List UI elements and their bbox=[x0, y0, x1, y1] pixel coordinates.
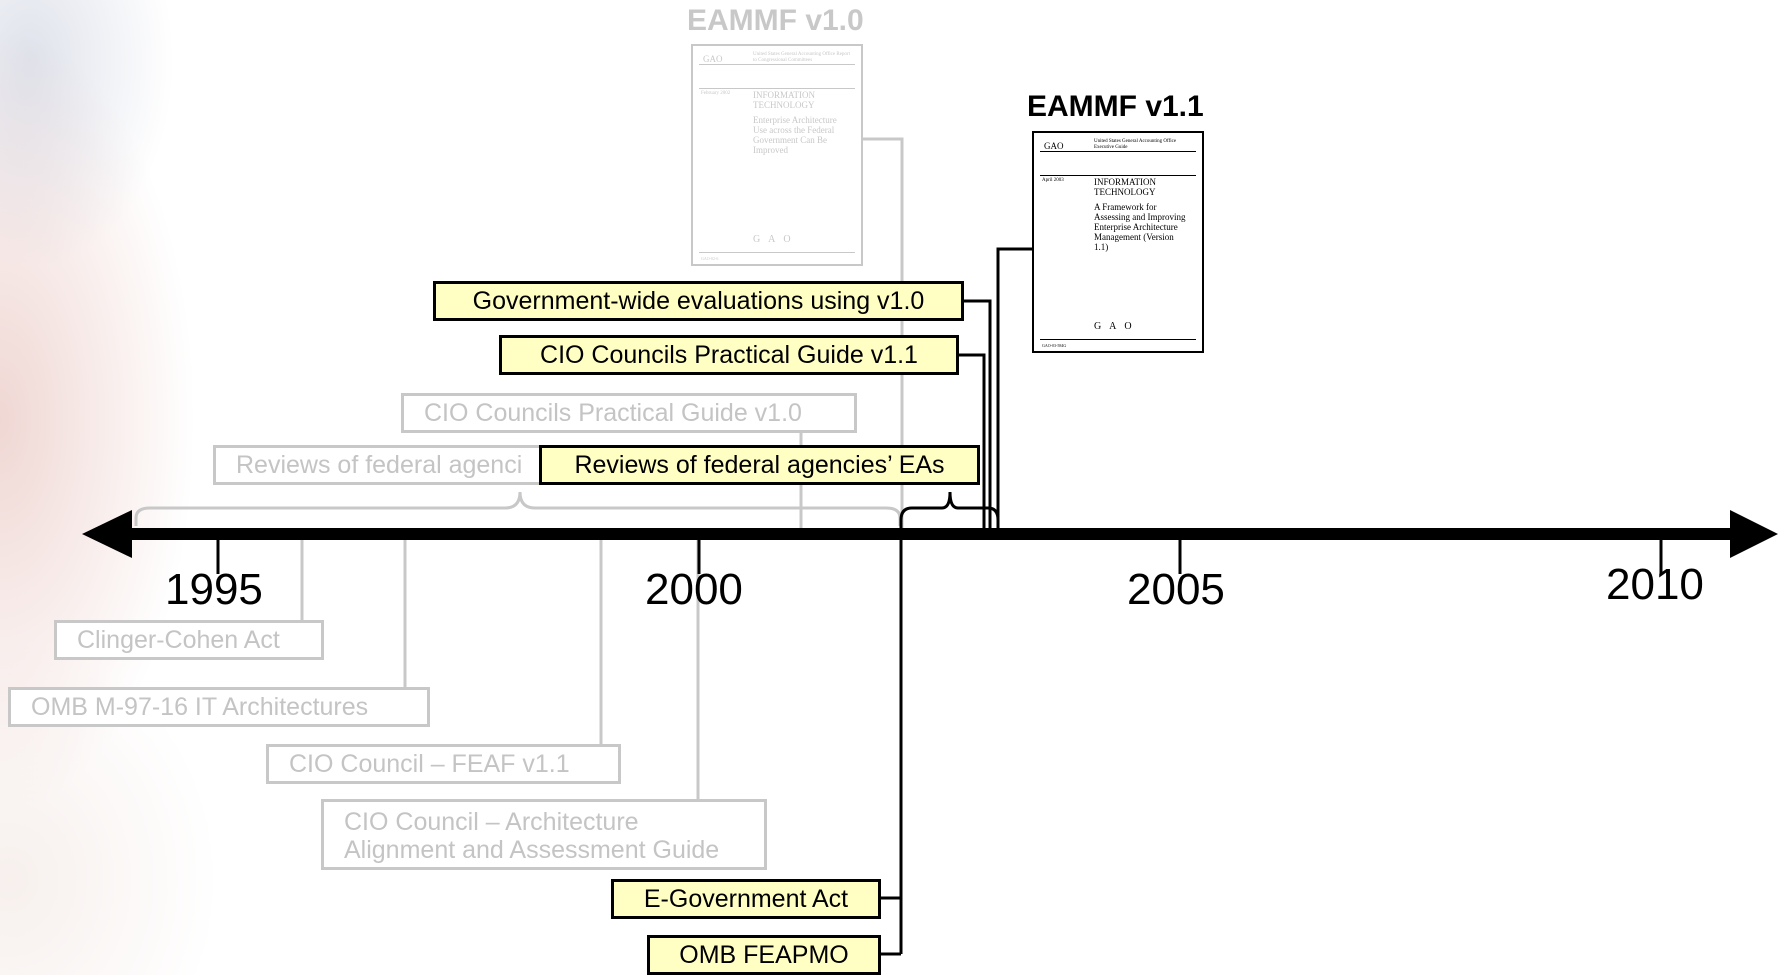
event-feaf: CIO Council – FEAF v1.1 bbox=[266, 744, 621, 784]
event-reviews-faded: Reviews of federal agenci bbox=[213, 445, 548, 485]
year-label-1995: 1995 bbox=[165, 565, 263, 615]
cover-topic: INFORMATION TECHNOLOGY bbox=[1094, 178, 1194, 198]
cover-rule bbox=[1040, 175, 1196, 176]
cover-header: United States General Accounting Office … bbox=[1094, 139, 1194, 151]
event-omb-feapmo: OMB FEAPMO bbox=[647, 935, 881, 975]
event-alignment-guide: CIO Council – Architecture Alignment and… bbox=[321, 799, 767, 870]
cover-rule bbox=[699, 252, 855, 253]
cover-rule bbox=[699, 88, 855, 89]
cover-topic: INFORMATION TECHNOLOGY bbox=[753, 91, 853, 111]
cover-rule bbox=[1040, 151, 1196, 152]
eammf-v10-cover: GAO United States General Accounting Off… bbox=[691, 44, 863, 266]
event-egov-act: E-Government Act bbox=[611, 879, 881, 919]
cover-logo: GAO bbox=[1044, 141, 1064, 151]
event-cio-guide-v10: CIO Councils Practical Guide v1.0 bbox=[401, 393, 857, 433]
cover-date: April 2003 bbox=[1042, 178, 1064, 183]
cover-date: February 2002 bbox=[701, 91, 730, 96]
cover-rule bbox=[1040, 339, 1196, 340]
year-label-2005: 2005 bbox=[1127, 565, 1225, 615]
eammf-v11-title: EAMMF v1.1 bbox=[1027, 90, 1204, 124]
cover-logo: GAO bbox=[703, 54, 723, 64]
connector-eammf-v11 bbox=[998, 249, 1034, 530]
cover-rule bbox=[699, 64, 855, 65]
event-gov-wide-evaluations: Government-wide evaluations using v1.0 bbox=[433, 281, 964, 321]
event-cio-guide-v11: CIO Councils Practical Guide v1.1 bbox=[499, 335, 959, 375]
axis-arrow-right bbox=[1730, 510, 1778, 558]
eammf-v11-cover: GAO United States General Accounting Off… bbox=[1032, 131, 1204, 353]
event-omb-m9716: OMB M-97-16 IT Architectures bbox=[8, 687, 430, 727]
cover-footer-logo: G A O bbox=[753, 234, 794, 245]
alignment-guide-line1: CIO Council – Architecture bbox=[344, 808, 639, 836]
event-reviews-active: Reviews of federal agencies’ EAs bbox=[539, 445, 980, 485]
alignment-guide-line2: Alignment and Assessment Guide bbox=[344, 836, 719, 864]
connector-gov-wide bbox=[963, 301, 990, 530]
cover-header: United States General Accounting Office … bbox=[753, 52, 853, 64]
year-label-2000: 2000 bbox=[645, 565, 743, 615]
event-clinger-cohen: Clinger-Cohen Act bbox=[54, 620, 324, 660]
cover-code: GAO-03-584G bbox=[1042, 343, 1066, 348]
connector-cio-guide-v11 bbox=[958, 355, 984, 530]
eammf-v10-title: EAMMF v1.0 bbox=[687, 4, 864, 38]
year-label-2010: 2010 bbox=[1606, 560, 1704, 610]
cover-subtitle: A Framework for Assessing and Improving … bbox=[1094, 203, 1190, 252]
cover-footer-logo: G A O bbox=[1094, 321, 1135, 332]
brace-reviews-faded bbox=[136, 492, 900, 526]
cover-code: GAO-02-6 bbox=[701, 256, 718, 261]
axis-arrow-left bbox=[82, 510, 132, 558]
cover-subtitle: Enterprise Architecture Use across the F… bbox=[753, 116, 849, 156]
